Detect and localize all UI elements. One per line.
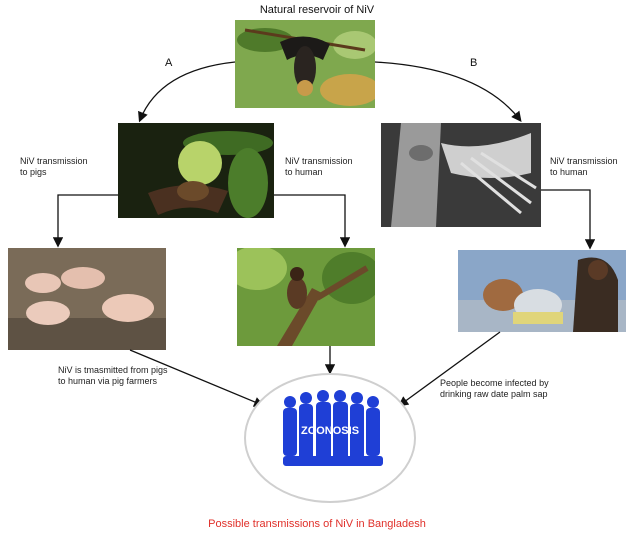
bat-reservoir-photo bbox=[235, 20, 375, 108]
zoonosis-label: ZOONOSIS bbox=[301, 425, 359, 437]
arrow-sap-to-zoonosis bbox=[397, 331, 501, 407]
arrow-bat-to-human bbox=[274, 194, 351, 248]
diagram-title: Natural reservoir of NiV bbox=[259, 4, 375, 16]
arrow-path-b bbox=[374, 61, 522, 123]
bat-eating-fruit-photo bbox=[118, 123, 274, 218]
label-transmission-to-human-middle: NiV transmission to human bbox=[285, 156, 353, 177]
label-pig-farmers: NiV is tmasmitted from pigs to human via… bbox=[58, 365, 168, 386]
label-transmission-to-human-right: NiV transmission to human bbox=[550, 156, 618, 177]
path-label-a: A bbox=[165, 57, 173, 69]
label-transmission-to-pigs: NiV transmission to pigs bbox=[20, 156, 88, 177]
path-label-b: B bbox=[470, 57, 478, 69]
arrow-palm-to-human bbox=[541, 189, 596, 250]
date-palm-sap-photo bbox=[458, 250, 626, 332]
zoonosis-circle: ZOONOSIS bbox=[243, 372, 417, 504]
bat-on-date-palm-photo bbox=[381, 123, 541, 227]
people-silhouettes-icon bbox=[283, 390, 383, 466]
arrow-bat-to-pigs bbox=[52, 194, 118, 248]
arrow-path-a bbox=[138, 61, 236, 123]
man-climbing-tree-photo bbox=[237, 248, 375, 346]
arrow-pigs-to-zoonosis bbox=[129, 349, 265, 407]
caption: Possible transmissions of NiV in Banglad… bbox=[208, 518, 426, 530]
pigs-photo bbox=[8, 248, 166, 350]
label-date-palm-sap: People become infected by drinking raw d… bbox=[440, 378, 549, 399]
